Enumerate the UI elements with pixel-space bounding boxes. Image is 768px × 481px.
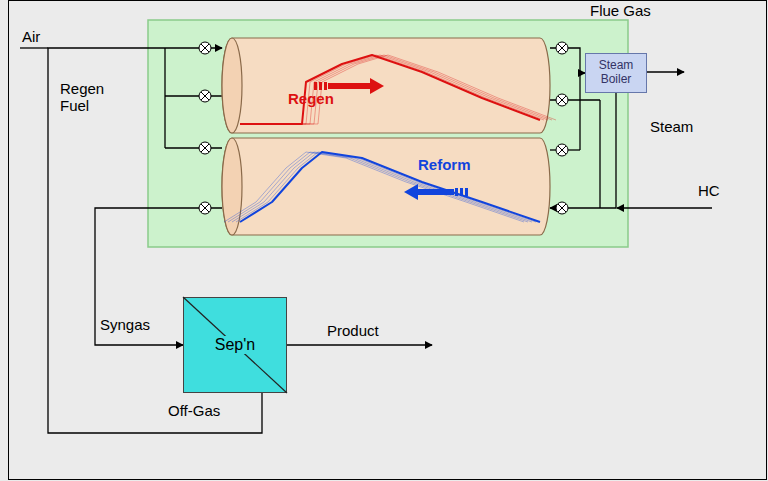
feed-manifold	[599, 100, 600, 208]
frame	[9, 1, 767, 480]
stream-label: Product	[327, 322, 379, 339]
flue-gas-exit	[645, 71, 684, 72]
stream-label-wrap: Flue Gas	[590, 2, 651, 19]
stream-label-wrap: Regen Fuel	[60, 80, 116, 115]
air-line	[20, 47, 48, 48]
connector-label: Off-Gas	[168, 402, 220, 419]
hc-feed-line	[617, 207, 712, 208]
connector-label-wrap: Off-Gas	[168, 402, 220, 419]
valve-symbol	[556, 94, 568, 106]
inlet-line	[165, 95, 222, 96]
valve-symbol	[556, 144, 568, 156]
valve-symbol	[199, 90, 211, 102]
node-label: Steam Boiler	[586, 59, 646, 87]
valve-symbol	[199, 202, 211, 214]
stream-label: Flue Gas	[590, 2, 651, 19]
inlet-line	[165, 147, 222, 148]
connector-label-wrap: Steam	[650, 118, 693, 135]
steam-boiler: Steam Boiler	[585, 53, 647, 93]
stream-label-wrap: Product	[327, 322, 379, 339]
inlet-manifold	[164, 48, 165, 148]
node-label: Regen	[288, 90, 334, 107]
stream-label: Air	[22, 28, 40, 45]
reform-bed-outline	[222, 138, 550, 235]
node-label: Sep'n	[213, 336, 257, 354]
product-line	[287, 344, 432, 345]
flow-connector	[550, 48, 585, 73]
reactor-housing	[148, 20, 628, 247]
regen-bed: Regen	[222, 38, 550, 133]
stream-label-wrap: HC	[698, 182, 720, 199]
valve-symbol	[199, 42, 211, 54]
separator-membrane: Sep'n	[183, 297, 287, 393]
outlet-manifold	[579, 72, 580, 150]
flow-connector	[550, 93, 616, 208]
node-label: Reform	[418, 156, 471, 173]
stream-label: HC	[698, 182, 720, 199]
valve-symbol	[199, 142, 211, 154]
connector-label-wrap: Syngas	[100, 316, 150, 333]
reform-bed: Reform	[222, 138, 550, 235]
stream-label-wrap: Air	[22, 28, 40, 45]
valve-symbol	[556, 202, 568, 214]
regen-bed-outline	[222, 38, 550, 133]
connector-label: Syngas	[100, 316, 150, 333]
valve-symbol	[556, 42, 568, 54]
connector-label: Steam	[650, 118, 693, 135]
stream-label: Regen Fuel	[60, 80, 104, 114]
